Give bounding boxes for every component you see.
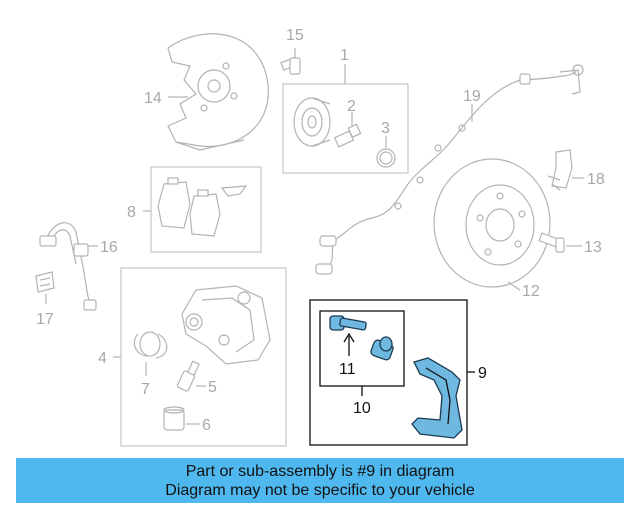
part-1-wheel-hub bbox=[293, 97, 331, 147]
part-4-caliper bbox=[181, 285, 271, 365]
part-7-spring bbox=[133, 331, 168, 376]
part-11-guide-bolt bbox=[329, 315, 367, 356]
part-16-brake-hose bbox=[39, 222, 98, 311]
part-12-brake-disc bbox=[433, 158, 551, 291]
callout-6: 6 bbox=[202, 417, 211, 434]
callout-14: 14 bbox=[144, 90, 162, 107]
part-5-bleeder-screw bbox=[176, 360, 206, 392]
callout-16: 16 bbox=[100, 239, 118, 256]
part-15-bolt bbox=[280, 48, 301, 75]
part-19-sensor-wire bbox=[315, 64, 584, 275]
callout-9: 9 bbox=[478, 365, 487, 382]
part-14-splash-shield bbox=[167, 33, 269, 151]
callout-15: 15 bbox=[286, 27, 304, 44]
callout-4: 4 bbox=[98, 350, 107, 367]
callout-5: 5 bbox=[208, 379, 217, 396]
info-banner: Part or sub-assembly is #9 in diagram Di… bbox=[16, 458, 624, 503]
part-2-hub-bolt bbox=[333, 112, 362, 148]
callout-2: 2 bbox=[347, 98, 356, 115]
part-3-seal-ring bbox=[376, 136, 396, 168]
callout-17: 17 bbox=[36, 311, 54, 328]
callout-1: 1 bbox=[340, 47, 349, 64]
callout-12: 12 bbox=[522, 283, 540, 300]
callout-18: 18 bbox=[587, 171, 605, 188]
part-9-caliper-carrier bbox=[411, 357, 463, 439]
parts-diagram: 14 15 1 2 3 19 bbox=[35, 27, 605, 447]
banner-line-2: Diagram may not be specific to your vehi… bbox=[165, 482, 475, 499]
part-18-abs-sensor bbox=[547, 149, 584, 191]
callout-13: 13 bbox=[584, 239, 602, 256]
callout-8: 8 bbox=[127, 204, 136, 221]
callout-10: 10 bbox=[353, 400, 371, 417]
callout-19: 19 bbox=[463, 88, 481, 105]
part-8-brake-pads bbox=[157, 177, 248, 237]
part-10-guide-sleeve bbox=[370, 336, 394, 361]
callout-3: 3 bbox=[381, 120, 390, 137]
group-box-8 bbox=[150, 166, 262, 253]
callout-11: 11 bbox=[339, 361, 356, 378]
part-6-dust-cap bbox=[163, 406, 200, 431]
part-17-clip bbox=[35, 271, 55, 304]
callout-7: 7 bbox=[141, 381, 150, 398]
banner-line-1: Part or sub-assembly is #9 in diagram bbox=[185, 463, 455, 480]
part-13-bolt bbox=[538, 232, 582, 253]
